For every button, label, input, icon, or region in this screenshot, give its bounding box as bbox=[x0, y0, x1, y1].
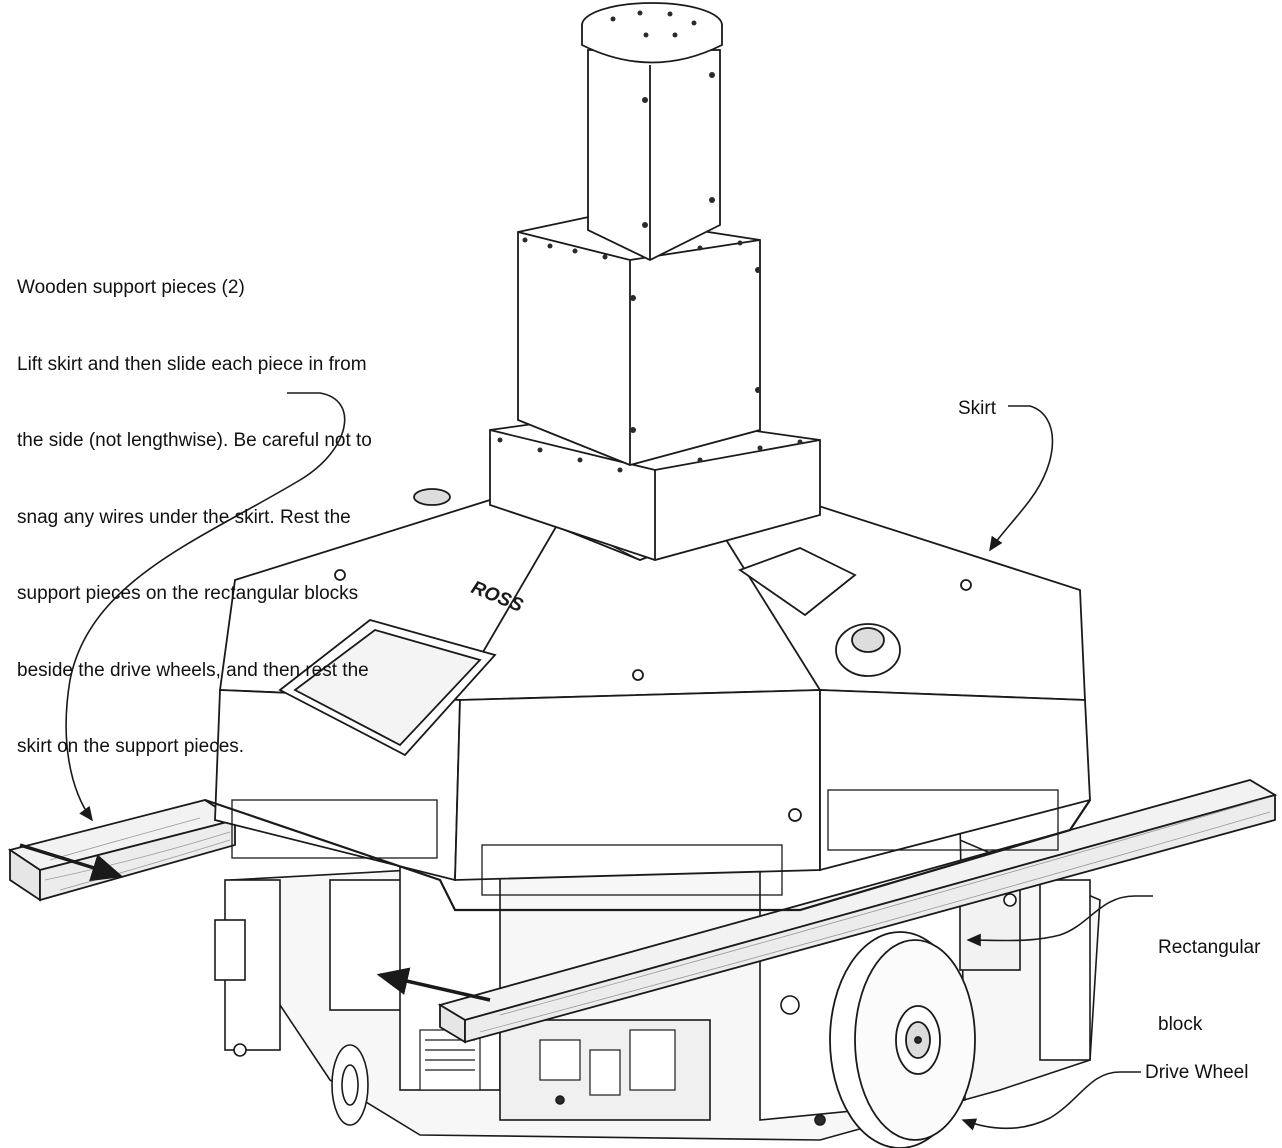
wooden-support-callout: Wooden support pieces (2) Lift skirt and… bbox=[17, 224, 372, 785]
wooden-support-right bbox=[437, 779, 1278, 1044]
callout-line: support pieces on the rectangular blocks bbox=[17, 583, 359, 604]
callout-leaders bbox=[65, 392, 1153, 1131]
callout-line: Wooden support pieces (2) bbox=[17, 277, 245, 298]
callout-line: the side (not lengthwise). Be careful no… bbox=[17, 430, 372, 451]
callout-line: block bbox=[1158, 1013, 1203, 1035]
slide-arrows bbox=[19, 843, 491, 1002]
wooden-support-left bbox=[7, 799, 238, 902]
callout-line: beside the drive wheels, and then rest t… bbox=[17, 659, 369, 681]
rectangular-block-callout: Rectangular block bbox=[1158, 884, 1260, 1063]
callout-line: Lift skirt and then slide each piece in … bbox=[17, 353, 367, 375]
skirt-shell bbox=[204, 488, 1091, 912]
callout-line: skirt on the support pieces. bbox=[17, 736, 245, 757]
skirt-callout: Skirt bbox=[958, 398, 996, 419]
drive-wheel-callout: Drive Wheel bbox=[1145, 1062, 1249, 1083]
drive-wheel bbox=[829, 931, 976, 1148]
callout-line: snag any wires under the skirt. Rest the bbox=[17, 506, 351, 528]
callout-line: Rectangular bbox=[1158, 937, 1261, 958]
mast-column bbox=[489, 2, 821, 561]
